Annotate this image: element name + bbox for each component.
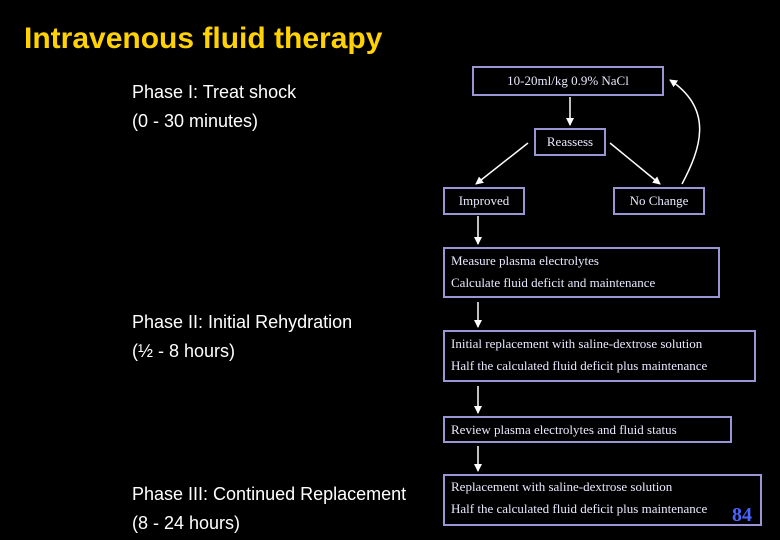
- phase-2-name: Phase II: Initial Rehydration: [132, 312, 353, 332]
- electrolytes-box: Measure plasma electrolytes Calculate fl…: [443, 247, 720, 298]
- arrow-reassess-to-improved: [475, 142, 529, 185]
- continued-replacement-box: Replacement with saline-dextrose solutio…: [443, 474, 762, 526]
- arrow-no-change-loop-to-bolus: [669, 79, 701, 185]
- no-change-box: No Change: [613, 187, 705, 215]
- electrolytes-line-2: Calculate fluid deficit and maintenance: [451, 275, 656, 290]
- page-number: 84: [732, 504, 752, 526]
- continued-replacement-line-1: Replacement with saline-dextrose solutio…: [451, 479, 673, 494]
- continued-replacement-line-2: Half the calculated fluid deficit plus m…: [451, 501, 708, 516]
- initial-replacement-line-1: Initial replacement with saline-dextrose…: [451, 336, 703, 351]
- phase-1-name: Phase I: Treat shock: [132, 82, 297, 102]
- initial-replacement-box: Initial replacement with saline-dextrose…: [443, 330, 756, 382]
- bolus-text: 10-20ml/kg 0.9% NaCl: [507, 73, 629, 88]
- phase-1-time: (0 - 30 minutes): [132, 111, 259, 131]
- electrolytes-line-1: Measure plasma electrolytes: [451, 253, 599, 268]
- phase-1-label: Phase I: Treat shock (0 - 30 minutes): [132, 78, 296, 136]
- no-change-text: No Change: [629, 193, 689, 208]
- review-box: Review plasma electrolytes and fluid sta…: [443, 416, 732, 443]
- phase-2-label: Phase II: Initial Rehydration (½ - 8 hou…: [132, 308, 352, 366]
- review-text: Review plasma electrolytes and fluid sta…: [451, 422, 677, 437]
- phase-3-label: Phase III: Continued Replacement (8 - 24…: [132, 480, 406, 538]
- improved-box: Improved: [443, 187, 525, 215]
- initial-replacement-line-2: Half the calculated fluid deficit plus m…: [451, 358, 708, 373]
- arrow-reassess-to-no-change: [609, 142, 661, 185]
- phase-3-name: Phase III: Continued Replacement: [132, 484, 407, 504]
- phase-3-time: (8 - 24 hours): [132, 513, 241, 533]
- improved-text: Improved: [458, 193, 510, 208]
- phase-2-time: (½ - 8 hours): [132, 341, 236, 361]
- page-title: Intravenous fluid therapy: [24, 22, 383, 55]
- bolus-box: 10-20ml/kg 0.9% NaCl: [472, 66, 664, 96]
- reassess-text: Reassess: [546, 134, 594, 149]
- reassess-box: Reassess: [534, 128, 606, 156]
